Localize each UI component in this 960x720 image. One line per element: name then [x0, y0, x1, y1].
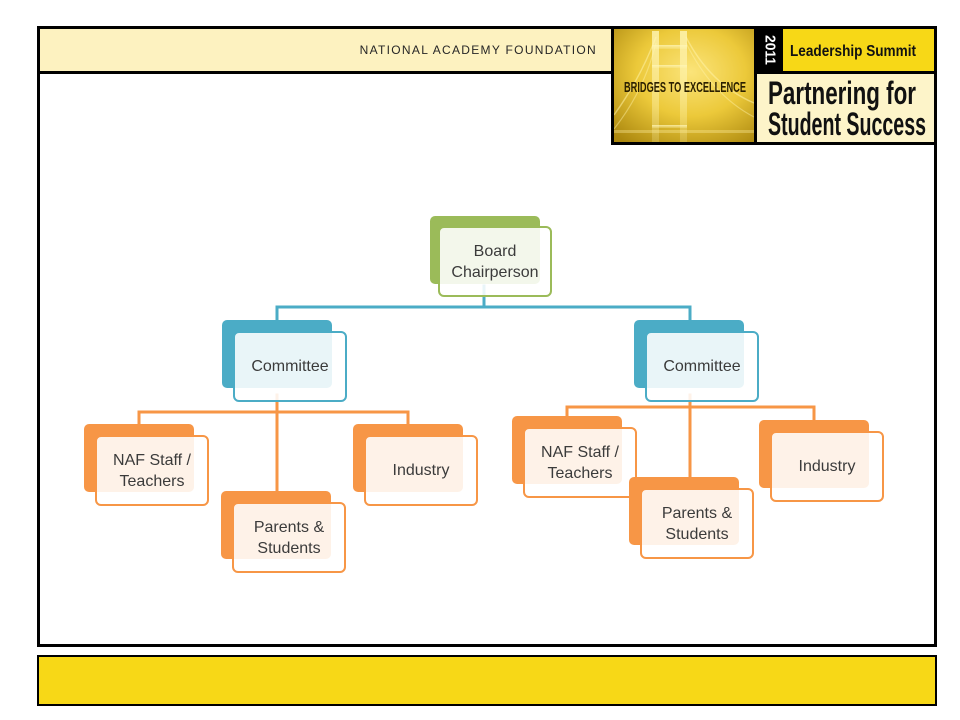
node-box: Board Chairperson	[438, 226, 552, 297]
tagline-line-2: Student Success	[768, 106, 926, 142]
summit-logo: BRIDGES TO EXCELLENCE 2011 Leadership Su…	[611, 26, 937, 145]
header-band: NATIONAL ACADEMY FOUNDATION	[40, 29, 611, 71]
event-title-box: Leadership Summit	[783, 29, 934, 71]
node-label: Committee	[251, 358, 329, 375]
org-node-committee-2-naf-staff-teachers: NAF Staff / Teachers	[512, 416, 637, 499]
org-node-board-chairperson: Board Chairperson	[430, 216, 555, 299]
header-divider	[40, 71, 611, 74]
bridge-photo: BRIDGES TO EXCELLENCE	[614, 29, 754, 142]
node-box: Parents & Students	[640, 488, 754, 559]
node-label: Parents & Students	[253, 518, 325, 557]
node-label: NAF Staff / Teachers	[113, 451, 191, 490]
node-label: Industry	[798, 458, 856, 475]
tagline-box: Partnering for Student Success	[757, 74, 934, 142]
event-title: Leadership Summit	[790, 43, 917, 60]
node-box: NAF Staff / Teachers	[95, 435, 209, 506]
footer-bar	[37, 655, 937, 706]
org-node-committee-1: Committee	[222, 320, 347, 403]
year-text: 2011	[762, 35, 779, 65]
organization-name: NATIONAL ACADEMY FOUNDATION	[359, 43, 597, 57]
bridge-illustration	[614, 31, 754, 142]
logo-banner-text: BRIDGES TO EXCELLENCE	[624, 79, 746, 96]
node-box: Parents & Students	[232, 502, 346, 573]
org-node-committee-1-industry: Industry	[353, 424, 478, 507]
node-label: NAF Staff / Teachers	[541, 443, 619, 482]
tagline-line-1: Partnering for	[768, 75, 916, 111]
year-badge: 2011	[757, 29, 783, 71]
org-node-committee-1-parents-students: Parents & Students	[221, 491, 346, 574]
node-box: Committee	[233, 331, 347, 402]
org-node-committee-1-naf-staff-teachers: NAF Staff / Teachers	[84, 424, 209, 507]
node-label: Industry	[392, 462, 450, 479]
org-node-committee-2-industry: Industry	[759, 420, 884, 503]
node-box: NAF Staff / Teachers	[523, 427, 637, 498]
node-box: Committee	[645, 331, 759, 402]
node-label: Parents & Students	[661, 504, 733, 543]
node-box: Industry	[770, 431, 884, 502]
node-label: Board Chairperson	[451, 242, 539, 281]
org-node-committee-2-parents-students: Parents & Students	[629, 477, 754, 560]
org-node-committee-2: Committee	[634, 320, 759, 403]
node-label: Committee	[663, 358, 741, 375]
node-box: Industry	[364, 435, 478, 506]
